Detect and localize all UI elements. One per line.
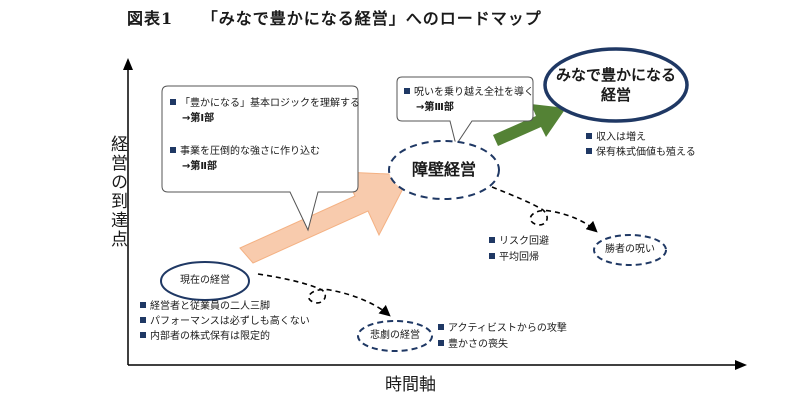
callout-right-item1-part: →第Ⅲ部 bbox=[416, 102, 454, 113]
callout-left-item1: 「豊かになる」基本ロジックを理解する bbox=[170, 97, 360, 111]
figure-title: 図表1 「みなで豊かになる経営」へのロードマップ bbox=[127, 5, 542, 29]
node-goal-label-line2: 経営 bbox=[600, 86, 632, 104]
node-tragic-label: 悲劇の経営 bbox=[370, 330, 420, 341]
figure-number: 図表1 bbox=[127, 9, 174, 28]
node-tragic-ellipse bbox=[357, 320, 433, 352]
curse-bullet-2: 平均回帰 bbox=[489, 251, 539, 265]
current-bullet-2: パフォーマンスは必ずしも高くない bbox=[140, 315, 310, 329]
callout-left-item2: 事業を圧倒的な強さに作り込む bbox=[170, 145, 320, 159]
x-axis-label: 時間軸 bbox=[385, 375, 436, 395]
goal-bullet-1: 収入は増え bbox=[586, 131, 646, 145]
node-barrier-ellipse bbox=[388, 140, 500, 200]
node-curse-ellipse bbox=[593, 234, 667, 266]
progress-arrow-final bbox=[493, 104, 566, 146]
node-goal-label-line1: みなで豊かになる bbox=[555, 66, 677, 84]
node-curse-label: 勝者の呪い bbox=[605, 244, 655, 255]
tragic-bullet-1: アクティビストからの攻撃 bbox=[438, 322, 567, 336]
y-axis-arrowhead bbox=[123, 58, 133, 70]
current-bullet-1: 経営者と従業員の二人三脚 bbox=[140, 300, 270, 314]
node-current-label: 現在の経営 bbox=[180, 275, 230, 286]
callout-left-item1-part: →第Ⅰ部 bbox=[182, 113, 215, 124]
curse-bullet-1: リスク回避 bbox=[489, 235, 549, 249]
node-goal-label: みなで豊かになる 経営 bbox=[556, 65, 676, 105]
goal-bullet-2: 保有株式価値も殖える bbox=[586, 146, 696, 160]
y-axis-label: 経営の到達点 bbox=[107, 135, 127, 249]
callout-right-item1: 呪いを乗り越え全社を導く bbox=[404, 86, 534, 100]
current-bullet-3: 内部者の株式保有は限定的 bbox=[140, 330, 270, 344]
callout-left-item2-part: →第Ⅱ部 bbox=[182, 161, 217, 172]
path-to-tragic bbox=[257, 273, 391, 317]
x-axis-arrowhead bbox=[735, 360, 747, 370]
figure-title-text: 「みなで豊かになる経営」へのロードマップ bbox=[201, 9, 542, 28]
node-goal-ellipse bbox=[543, 47, 689, 123]
node-barrier-label: 障壁経営 bbox=[411, 160, 477, 179]
path-to-curse bbox=[491, 186, 598, 233]
tragic-bullet-2: 豊かさの喪失 bbox=[438, 338, 508, 352]
